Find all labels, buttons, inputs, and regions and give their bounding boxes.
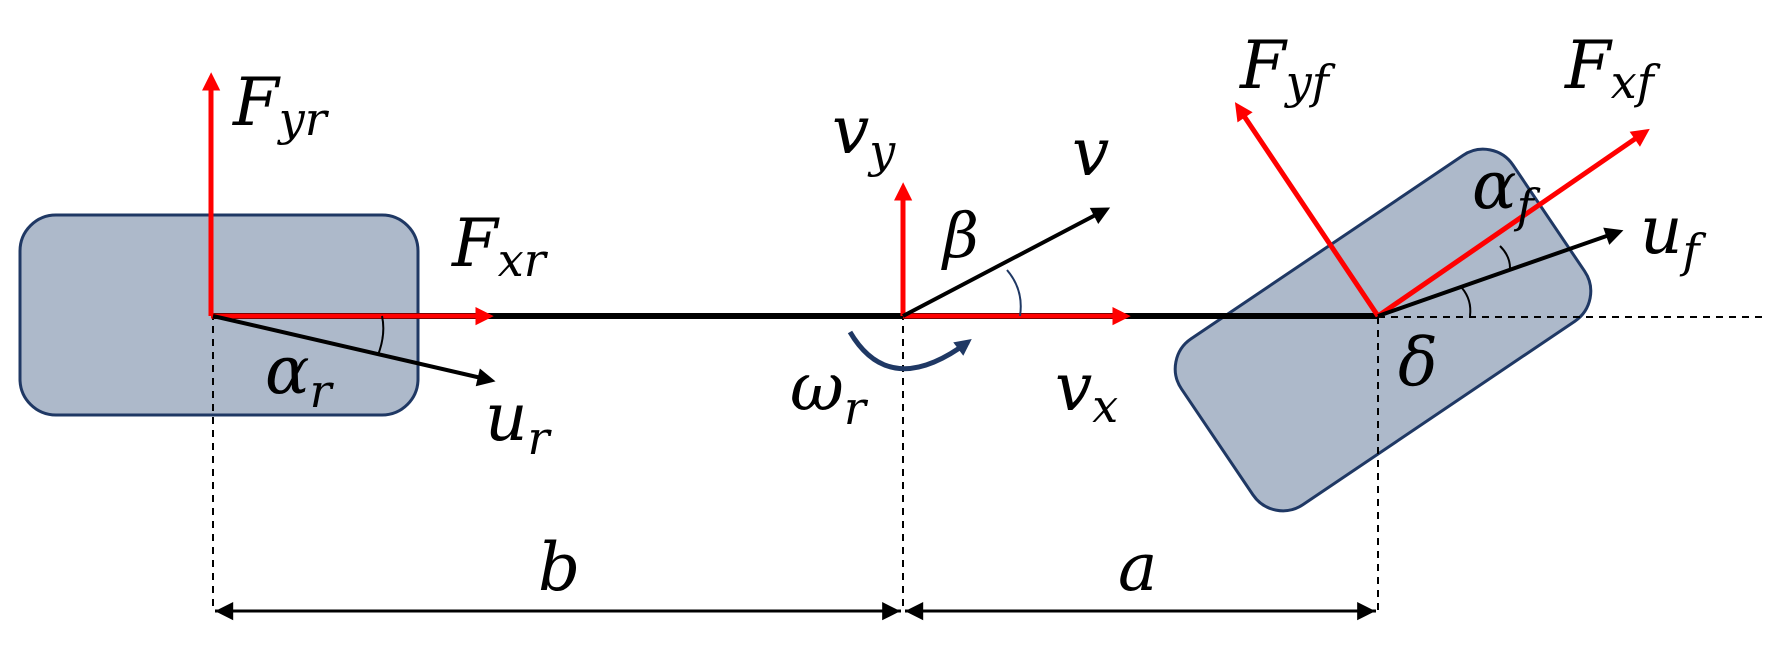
sideslip-angle-arc xyxy=(1006,269,1022,317)
rear-wheel-velocity-arrow xyxy=(212,314,496,387)
label-fyf: Fyf xyxy=(1239,27,1336,109)
label-vy: vy xyxy=(832,92,896,178)
steering-angle-arc xyxy=(1461,287,1472,317)
label-fyr: Fyr xyxy=(232,64,330,146)
front-slip-angle-arc xyxy=(1499,245,1511,269)
label-beta: β xyxy=(941,199,979,272)
label-a: a xyxy=(1118,529,1157,606)
label-fxf: Fxf xyxy=(1564,27,1661,109)
label-alpha-f: αf xyxy=(1472,147,1541,233)
front-wheel-velocity-arrow xyxy=(1377,227,1624,318)
label-b: b xyxy=(538,529,580,606)
label-v: v xyxy=(1072,114,1109,191)
front-wheel xyxy=(1173,147,1593,513)
front-lateral-force-arrow xyxy=(1234,102,1381,318)
label-fxr: Fxr xyxy=(451,205,549,287)
label-vx: vx xyxy=(1055,349,1118,433)
label-omega-r: ωr xyxy=(790,349,869,435)
label-uf: uf xyxy=(1640,192,1707,278)
velocity-arrow xyxy=(902,207,1111,318)
rear-slip-angle-arc xyxy=(377,315,385,356)
dashed-guides xyxy=(212,313,1762,612)
yaw-rate-arrow xyxy=(847,330,972,372)
label-delta: δ xyxy=(1398,324,1438,401)
label-alpha-r: αr xyxy=(265,332,335,418)
front-longitudinal-force-arrow xyxy=(1376,128,1650,319)
label-ur: ur xyxy=(485,379,553,465)
